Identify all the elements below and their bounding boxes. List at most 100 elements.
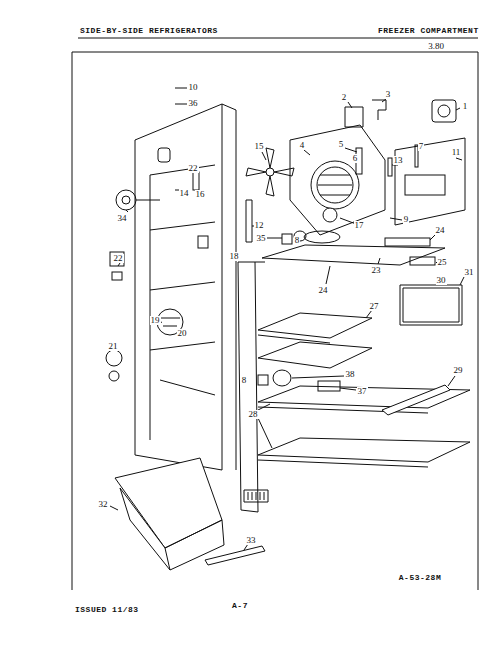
cabinet-liner — [135, 104, 236, 470]
section-title: FREEZER COMPARTMENT — [378, 27, 479, 35]
divider-panel — [255, 262, 265, 263]
small-parts — [403, 288, 459, 322]
small-parts — [432, 100, 456, 122]
cabinet-liner — [135, 104, 222, 470]
callout-number: 24 — [318, 286, 329, 295]
cabinet-liner — [150, 342, 215, 350]
small-parts — [158, 148, 170, 162]
small-parts — [112, 272, 122, 280]
callout-number: 8 — [294, 236, 301, 245]
callout-number: 9 — [403, 215, 410, 224]
air-panel — [405, 175, 445, 195]
small-parts — [106, 350, 122, 366]
callout-number: 32 — [98, 500, 109, 509]
small-parts — [400, 285, 462, 325]
callout-number: 3 — [385, 90, 392, 99]
shelves — [258, 245, 470, 467]
divider-panel — [244, 490, 268, 502]
air-panel — [395, 138, 465, 225]
ice-bin — [222, 520, 224, 545]
callout-number: 22 — [113, 254, 124, 263]
leader-line — [348, 102, 352, 108]
leader-line — [258, 418, 272, 448]
callout-number: 29 — [453, 366, 464, 375]
evaporator-fan-housing — [323, 208, 337, 222]
cabinet-liner — [198, 236, 208, 248]
callout-number: 4 — [299, 141, 306, 150]
cabinet-liner — [150, 282, 215, 290]
callout-number: 15 — [254, 142, 265, 151]
callout-number: 1 — [462, 102, 469, 111]
small-parts — [345, 107, 363, 127]
leader-line — [244, 544, 248, 550]
callout-number: 35 — [256, 234, 267, 243]
leader-line — [448, 376, 455, 386]
small-parts — [410, 257, 435, 265]
evaporator-fan-housing — [290, 125, 385, 235]
small-parts — [109, 371, 119, 381]
header-rule — [72, 38, 478, 590]
header-rule — [78, 38, 478, 39]
small-parts — [438, 105, 450, 117]
fan-blade — [246, 148, 294, 196]
leader-line — [110, 88, 464, 550]
leader-line — [266, 238, 282, 239]
callout-number: 27 — [369, 302, 380, 311]
leader-line — [175, 104, 187, 105]
callout-number: 23 — [371, 266, 382, 275]
leader-line — [382, 99, 386, 102]
small-parts — [193, 172, 199, 190]
leader-line — [110, 506, 118, 510]
leader-line — [378, 258, 380, 264]
leader-line — [340, 388, 356, 390]
callout-number: 17 — [354, 221, 365, 230]
leader-line — [460, 277, 464, 285]
small-parts — [110, 252, 124, 266]
evaporator-fan-housing — [290, 125, 385, 243]
callout-number: 18 — [229, 252, 240, 261]
callout-number: 8 — [241, 376, 248, 385]
cabinet-liner — [150, 165, 215, 175]
small-parts — [116, 190, 136, 210]
fan-blade — [246, 148, 294, 196]
callout-number: 37 — [357, 387, 368, 396]
small-parts — [388, 158, 392, 176]
small-parts — [258, 375, 268, 385]
leader-line — [392, 165, 398, 166]
evaporator-fan-housing — [318, 175, 352, 195]
shelves — [262, 245, 445, 265]
cabinet-liner — [150, 175, 151, 440]
callout-number: 30 — [436, 276, 447, 285]
small-parts — [385, 238, 430, 246]
cabinet-liner — [236, 110, 237, 470]
ice-bin — [120, 488, 170, 570]
issue-date: ISSUED 11/83 — [75, 606, 139, 614]
callout-number: 10 — [188, 83, 199, 92]
callout-number: 13 — [393, 156, 404, 165]
small-parts — [273, 370, 291, 386]
leader-line — [366, 310, 372, 318]
callout-number: 38 — [345, 370, 356, 379]
ice-bin — [165, 520, 222, 548]
page-number: A-7 — [232, 602, 248, 610]
evaporator-fan-housing — [311, 161, 359, 209]
callout-number: 12 — [254, 221, 265, 230]
divider-panel — [248, 492, 264, 500]
shelves — [258, 313, 372, 338]
callout-number: 11 — [451, 148, 462, 157]
small-parts — [246, 200, 252, 242]
drawing-number: A-53-28M — [399, 574, 441, 582]
small-parts — [122, 196, 130, 204]
callout-number: 20 — [177, 329, 188, 338]
small-parts — [136, 200, 160, 201]
grille-strip — [205, 546, 265, 565]
evaporator-fan-housing — [317, 167, 353, 203]
grille-strip — [205, 546, 265, 565]
leader-line — [456, 158, 462, 160]
cabinet-liner — [222, 104, 236, 110]
small-parts — [160, 318, 180, 326]
header-rule — [72, 52, 73, 590]
leader-line — [304, 150, 310, 155]
